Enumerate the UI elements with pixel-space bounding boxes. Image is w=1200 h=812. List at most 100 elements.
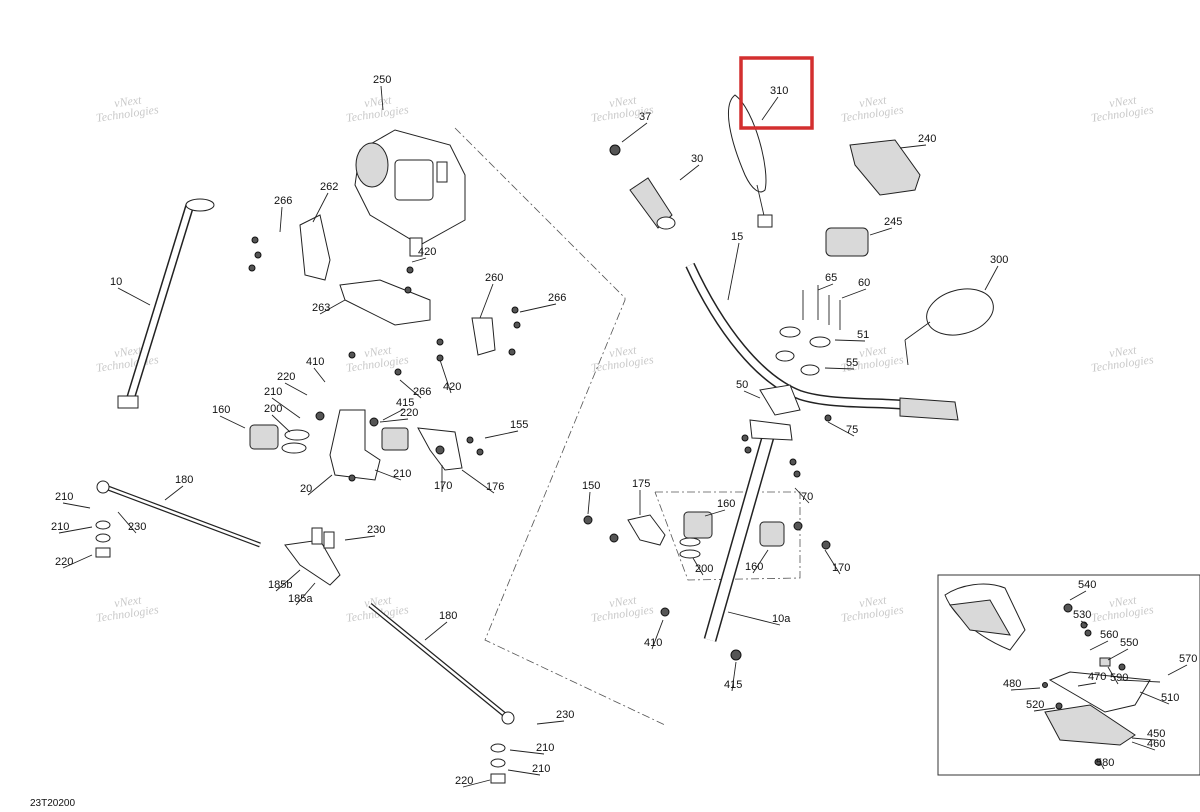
leader-75 [827,421,855,437]
callout-160: 160 [745,561,763,573]
leader-245 [869,227,893,236]
watermark-text: Technologies [95,352,160,375]
cover-240 [849,139,921,196]
leader-160 [752,549,769,574]
callout-180: 180 [175,474,193,486]
leader-263 [319,299,346,315]
leader-210 [507,769,541,776]
watermark-text: Technologies [1090,352,1155,375]
callout-410: 410 [644,637,662,649]
leader-410 [651,619,664,650]
callout-60: 60 [858,277,870,289]
fasteners-right [583,414,832,661]
watermark-text: vNext [113,342,143,360]
leader-230 [344,535,376,541]
leader-160 [219,415,246,429]
leader-180 [424,621,448,641]
leader-590 [1107,666,1119,685]
leader-185a [295,582,316,606]
leader-170 [824,549,841,575]
leader-176 [461,469,495,494]
mount-plate-263 [339,279,431,326]
callout-185b: 185b [268,579,292,591]
callout-160: 160 [212,404,230,416]
callout-210: 210 [55,491,73,503]
callout-530: 530 [1073,609,1091,621]
leader-250 [380,85,384,111]
callout-200: 200 [695,563,713,575]
leader-580 [1099,761,1105,770]
watermark-text: vNext [608,92,638,110]
callout-176: 176 [486,481,504,493]
leader-260 [479,283,494,319]
callout-30: 30 [691,153,703,165]
steering-column-10 [117,198,215,409]
callout-415: 415 [724,679,742,691]
callout-266: 266 [548,292,566,304]
watermark-text: vNext [1108,92,1138,110]
callout-230: 230 [556,709,574,721]
diagram-id: 23T20200 [30,798,76,809]
callout-200: 200 [264,403,282,415]
bushing-group-right [627,511,785,559]
callout-labels: 2502662621042026326026641022041521020016… [51,74,1197,787]
leader-460 [1131,741,1156,751]
leader-266 [399,379,422,399]
bushing-415 [381,427,409,451]
leader-60 [841,288,867,299]
leader-200 [692,557,704,576]
callout-210: 210 [393,468,411,480]
leader-262 [312,192,329,223]
plug-37 [609,144,621,156]
mirror-300 [904,288,994,366]
callout-310: 310 [770,85,788,97]
leader-210 [271,397,301,419]
leader-51 [834,339,866,342]
callout-51: 51 [857,329,869,341]
leader-200 [271,414,291,433]
bracket-260 [471,317,496,356]
watermark-text: vNext [113,592,143,610]
leader-410 [313,367,326,383]
watermark-text: vNext [363,342,393,360]
callout-50: 50 [736,379,748,391]
watermark-text: Technologies [1090,602,1155,625]
leader-510 [1139,691,1170,705]
steering-group-outline [454,127,666,726]
callout-220: 220 [277,371,295,383]
leader-185b [275,569,301,592]
leader-10 [117,287,151,306]
leader-155 [484,430,519,439]
callout-185a: 185a [288,593,313,605]
leader-300 [984,265,999,291]
callout-175: 175 [632,478,650,490]
callout-220: 220 [55,556,73,568]
leader-560 [1089,640,1109,651]
leader-160 [704,509,726,517]
watermark-text: vNext [363,92,393,110]
watermark-text: Technologies [840,602,905,625]
leader-210 [509,749,545,755]
callout-460: 460 [1147,738,1165,750]
callout-263: 263 [312,302,330,314]
leader-20 [307,474,333,496]
watermark-text: Technologies [95,102,160,125]
leader-15 [727,242,740,301]
callout-70: 70 [801,491,813,503]
callout-37: 37 [639,111,651,123]
callout-170: 170 [832,562,850,574]
leader-220 [62,554,93,569]
watermark-text: vNext [858,592,888,610]
leader-420 [411,257,427,263]
leader-415 [731,661,737,692]
leader-210 [374,469,402,481]
callout-260: 260 [485,272,503,284]
leader-50 [743,390,761,399]
callout-550: 550 [1120,637,1138,649]
power-steering-unit-250 [354,129,466,257]
callout-420: 420 [443,381,461,393]
callout-230: 230 [367,524,385,536]
tie-rod-180-lower [368,603,515,725]
leader-150 [587,491,591,515]
callout-210: 210 [536,742,554,754]
